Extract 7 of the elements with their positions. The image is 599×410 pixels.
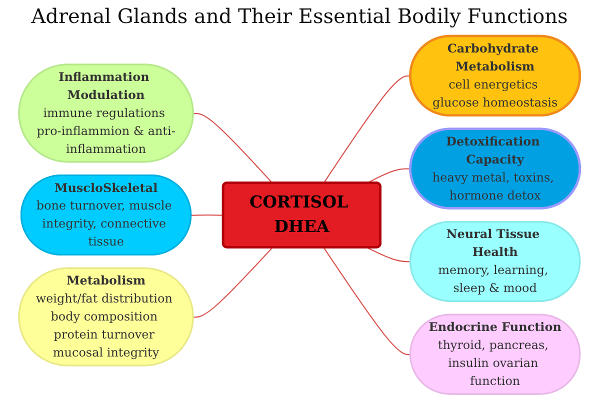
diagram-title: Adrenal Glands and Their Essential Bodily Functions — [30, 4, 569, 28]
connector — [194, 112, 273, 184]
connector — [194, 247, 273, 318]
connector — [323, 75, 411, 184]
connector — [366, 247, 411, 262]
connector — [191, 214, 224, 216]
connector — [323, 247, 411, 356]
